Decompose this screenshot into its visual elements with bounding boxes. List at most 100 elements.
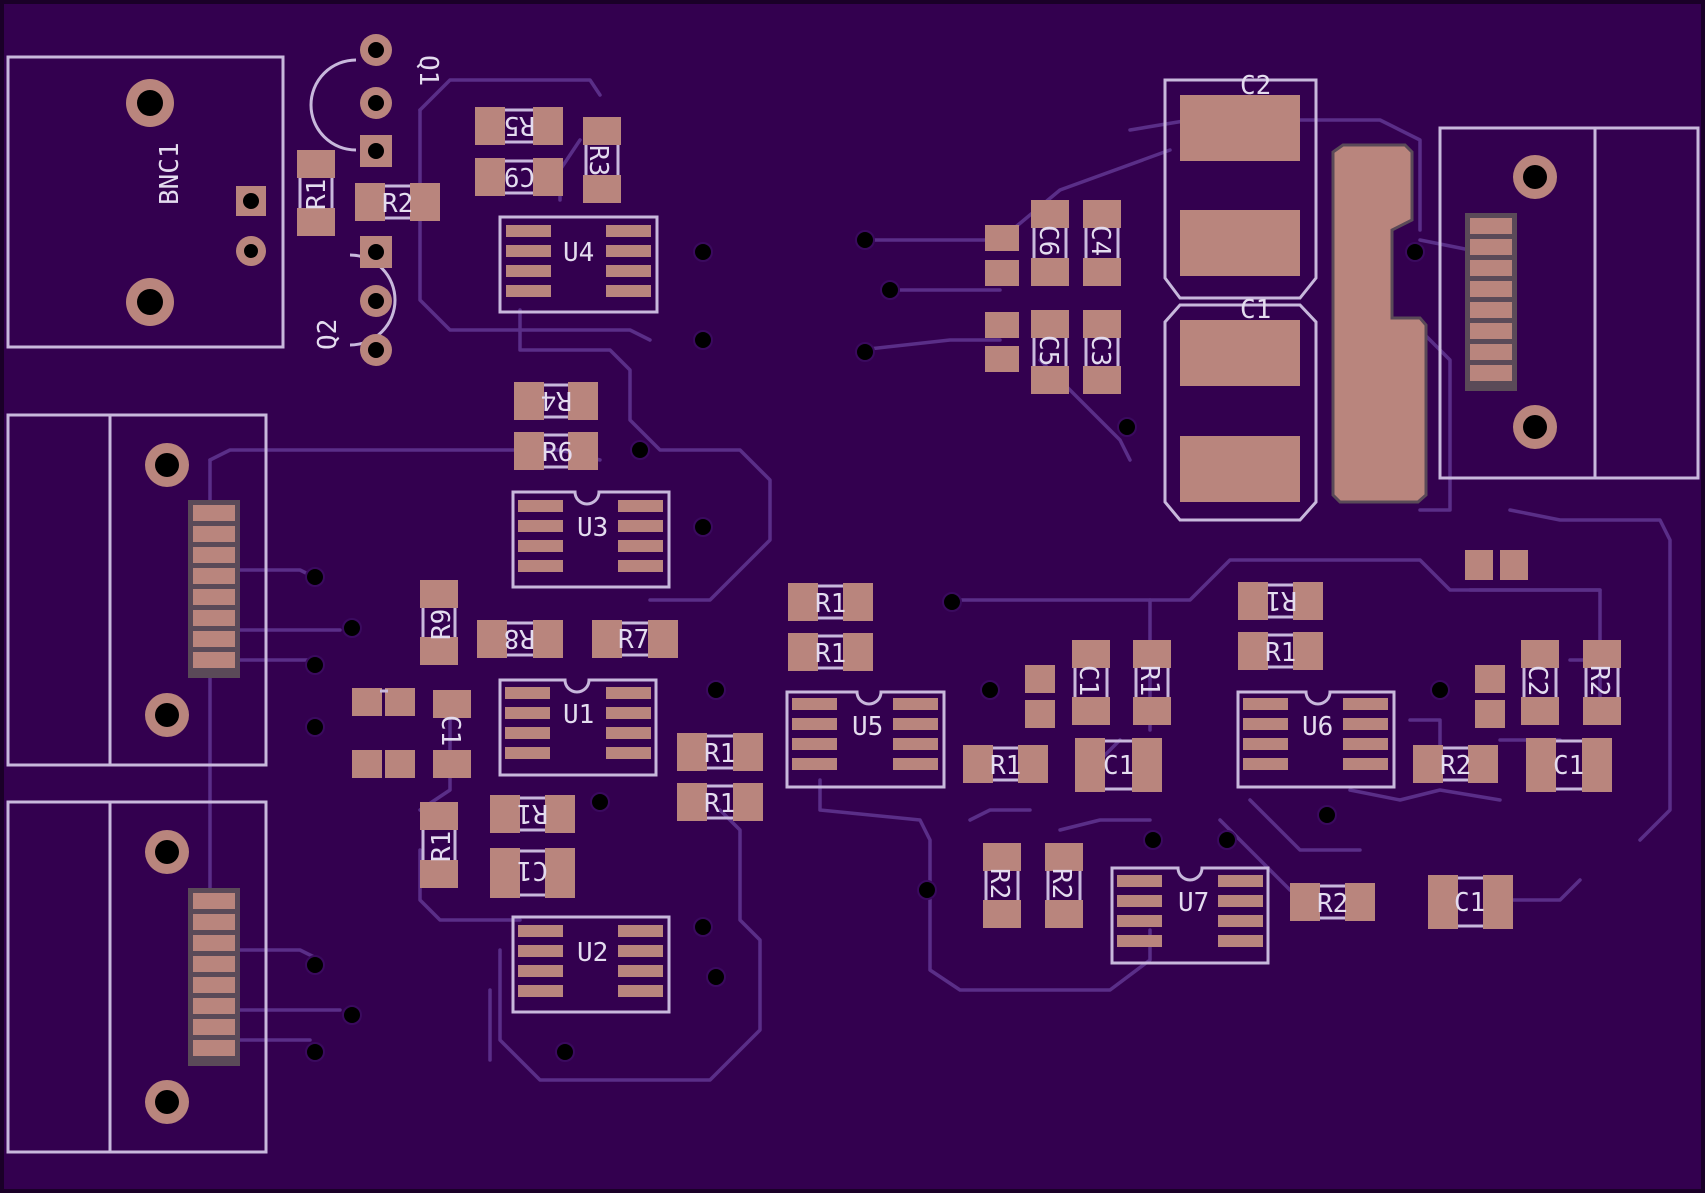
- r1-u6-a: R1: [1238, 582, 1323, 620]
- right-connector: [1438, 126, 1700, 480]
- r1-u5-right-label: R1: [1134, 665, 1164, 696]
- r1-u1-right-b: R1: [677, 783, 763, 821]
- c3-label: C3: [1085, 335, 1115, 366]
- r1-vertical-left: R1: [420, 802, 458, 888]
- c1-above-u2: C1: [490, 848, 575, 898]
- r3-label: R3: [583, 145, 613, 176]
- c9: C9: [475, 158, 563, 196]
- c5-label: C5: [1033, 335, 1063, 366]
- ic-u7: U7: [1110, 866, 1270, 965]
- c1-large-u6: C1: [1526, 738, 1612, 792]
- r2-vert-a: R2: [983, 843, 1021, 928]
- transistor-q2: Q2: [313, 236, 397, 366]
- r2-u6-far-right-label: R2: [1584, 665, 1614, 696]
- ic-u6: U6: [1236, 690, 1396, 789]
- c2-u6-right-label: C2: [1522, 665, 1552, 696]
- r4: R4: [514, 382, 598, 420]
- c4-label: C4: [1085, 225, 1115, 256]
- u7-label: U7: [1178, 888, 1209, 918]
- ic-u1: U1: [498, 678, 658, 777]
- r1-u6-b: R1: [1238, 632, 1323, 670]
- small-caps-left: C1: [352, 688, 471, 778]
- c2-u6-right: C2: [1521, 640, 1559, 725]
- r7-label: R7: [618, 625, 649, 655]
- ic-u3: U3: [511, 490, 671, 589]
- r8-label: R8: [504, 623, 535, 653]
- r2-vert-b-label: R2: [1046, 868, 1076, 899]
- r2-u7-right-label: R2: [1317, 889, 1348, 919]
- r1-mid-b-label: R1: [815, 639, 846, 669]
- r5-label: R5: [504, 110, 535, 140]
- u5-label: U5: [852, 712, 883, 742]
- c1-u5-right: C1: [1072, 640, 1110, 725]
- r3: R3: [583, 117, 621, 203]
- c1-large-u7-label: C1: [1454, 888, 1485, 918]
- left-connector-bottom: [6, 800, 268, 1154]
- c1-large-u5: C1: [1075, 738, 1162, 792]
- transistor-q1: Q1: [309, 34, 443, 167]
- q1-label: Q1: [413, 55, 443, 86]
- r1-u6-a-label: R1: [1266, 585, 1297, 615]
- r1-mid-a: R1: [788, 583, 873, 621]
- r1-u1-right-b-label: R1: [704, 789, 735, 819]
- u3-label: U3: [577, 513, 608, 543]
- r1-mid-a-label: R1: [815, 589, 846, 619]
- r6: R6: [514, 432, 598, 470]
- r9: R9: [420, 580, 458, 665]
- u1-label: U1: [563, 700, 594, 730]
- r1-above-u2: R1: [490, 795, 575, 833]
- r2-vert-b: R2: [1045, 843, 1083, 928]
- bnc1-connector: BNC1: [6, 55, 285, 349]
- bnc1-label: BNC1: [155, 142, 185, 205]
- r2-u6-far-right: R2: [1583, 640, 1621, 725]
- r1-top: R1: [297, 150, 335, 236]
- ic-u4: U4: [498, 215, 659, 314]
- c1-big-label: C1: [1240, 295, 1271, 325]
- r9-label: R9: [427, 609, 457, 640]
- r6-label: R6: [542, 438, 573, 468]
- r1-mid-b: R1: [788, 633, 873, 671]
- small-cap-u6a: [1475, 665, 1505, 728]
- c9-label: C9: [504, 161, 535, 191]
- r1-vertical-left-label: R1: [427, 831, 457, 862]
- c1-large-u6-label: C1: [1553, 751, 1584, 781]
- c1-large-u7: C1: [1428, 875, 1513, 929]
- c2-big-label: C2: [1240, 71, 1271, 101]
- u4-label: U4: [563, 238, 594, 268]
- u6-label: U6: [1302, 712, 1333, 742]
- electrolytic-c1: C1: [1163, 295, 1318, 522]
- electrolytic-c2: C2: [1163, 71, 1318, 300]
- r2-top: R2: [355, 183, 440, 221]
- r7: R7: [592, 620, 678, 658]
- r2-vert-a-label: R2: [984, 868, 1014, 899]
- r2-u6-right-label: R2: [1440, 751, 1471, 781]
- r1-u1-right-a: R1: [677, 733, 763, 771]
- decoupling-caps: C6 C4 C5 C3: [985, 200, 1121, 394]
- vias: [305, 230, 1450, 1062]
- r1-below-u5: R1: [963, 745, 1048, 783]
- c6-label: C6: [1033, 225, 1063, 256]
- c1-u5-right-label: C1: [1073, 665, 1103, 696]
- c1-large-u5-label: C1: [1103, 751, 1134, 781]
- r1-u5-right: R1: [1133, 640, 1171, 725]
- r1-above-u2-label: R1: [517, 798, 548, 828]
- left-connector-top: [6, 413, 268, 767]
- r1-u1-right-a-label: R1: [704, 739, 735, 769]
- c1-small-label: C1: [435, 715, 465, 746]
- r5: R5: [475, 107, 563, 145]
- ic-u5: U5: [785, 690, 946, 789]
- r1-top-label: R1: [302, 179, 332, 210]
- q2-label: Q2: [313, 319, 343, 350]
- r4-label: R4: [541, 385, 572, 415]
- small-cap-u5a: [1025, 665, 1055, 728]
- r1-u6-b-label: R1: [1265, 638, 1296, 668]
- small-cap-far-right: [1465, 550, 1528, 580]
- r1-below-u5-label: R1: [990, 751, 1021, 781]
- regulator-tab: [1331, 143, 1428, 504]
- r2-u6-right: R2: [1413, 745, 1498, 783]
- r2-u7-right: R2: [1290, 883, 1375, 921]
- c1-above-u2-label: C1: [517, 855, 548, 885]
- r2-top-label: R2: [382, 189, 413, 219]
